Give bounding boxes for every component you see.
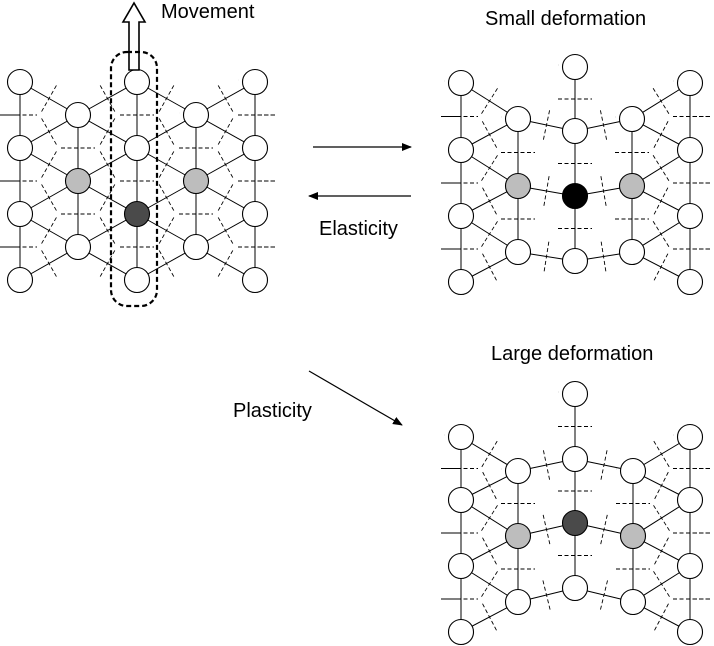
large-central-atom (561, 509, 589, 537)
original-lattice (0, 68, 275, 294)
original-bonds (19, 81, 256, 281)
large-neighbor-atom (619, 522, 647, 550)
original-atom (241, 200, 269, 228)
large-atom (447, 552, 475, 580)
small-central-atom (561, 182, 589, 210)
original-neighbor-atom (182, 167, 210, 195)
elasticity-label: Elasticity (319, 218, 398, 240)
original-atom (123, 68, 151, 96)
small-atom (618, 105, 646, 133)
movement-label: Movement (161, 1, 255, 23)
plasticity-label: Plasticity (233, 400, 312, 422)
original-atom (182, 101, 210, 129)
large-deformation-lattice (441, 380, 710, 646)
large-atom (676, 552, 704, 580)
large-atom (619, 588, 647, 616)
small-atom (504, 105, 532, 133)
large-deformation-title: Large deformation (491, 343, 654, 365)
moving-column-outline (109, 50, 159, 308)
original-atom (6, 68, 34, 96)
small-atom (676, 69, 704, 97)
original-atom (241, 134, 269, 162)
small-atom (561, 53, 589, 81)
plasticity-arrow (308, 370, 403, 426)
small-neighbor-atom (618, 172, 646, 200)
original-atom (64, 233, 92, 261)
large-atom (504, 457, 532, 485)
original-atom (182, 233, 210, 261)
original-neighbor-atom (64, 167, 92, 195)
small-atom (561, 117, 589, 145)
original-atom (241, 266, 269, 294)
original-atoms (6, 68, 269, 294)
small-atom (447, 136, 475, 164)
small-deformation-title: Small deformation (485, 8, 647, 30)
small-atoms (447, 53, 704, 296)
small-atom (447, 268, 475, 296)
large-atoms (447, 380, 704, 646)
small-deformation-lattice (441, 53, 710, 296)
large-atom (561, 574, 589, 602)
original-atom (241, 68, 269, 96)
small-atom (504, 238, 532, 266)
small-atom (618, 238, 646, 266)
movement-arrow (121, 1, 147, 71)
large-atom (447, 423, 475, 451)
large-atom (561, 445, 589, 473)
original-atom (123, 134, 151, 162)
small-neighbor-atom (504, 172, 532, 200)
small-atom (676, 268, 704, 296)
large-atom (676, 423, 704, 451)
original-atom (6, 134, 34, 162)
large-atom (447, 486, 475, 514)
original-central-atom (123, 200, 151, 228)
large-atom (504, 588, 532, 616)
small-atom (447, 202, 475, 230)
small-atom (676, 136, 704, 164)
small-atom (561, 247, 589, 275)
small-atom (447, 69, 475, 97)
original-atom (64, 101, 92, 129)
large-atom (619, 457, 647, 485)
large-neighbor-atom (504, 522, 532, 550)
large-atom (676, 618, 704, 646)
small-atom (676, 202, 704, 230)
original-atom (6, 266, 34, 294)
large-atom (447, 618, 475, 646)
large-atom (676, 486, 704, 514)
large-atom (561, 380, 589, 408)
original-atom (123, 266, 151, 294)
original-atom (6, 200, 34, 228)
